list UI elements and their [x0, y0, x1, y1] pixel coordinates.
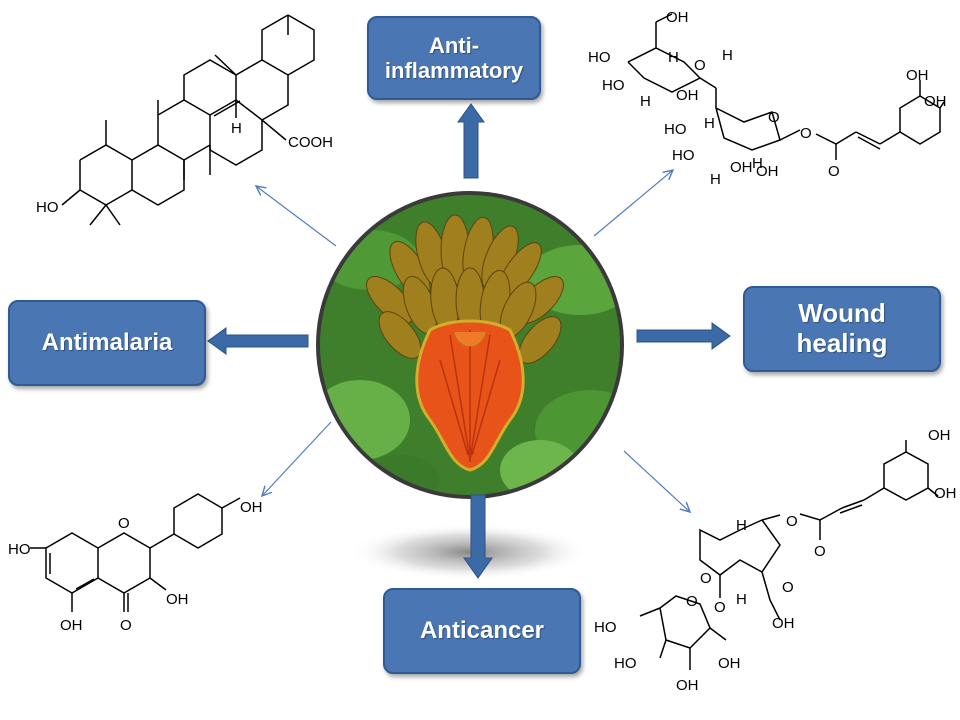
arrow-up-block	[457, 103, 485, 179]
gly-h-2: H	[640, 93, 651, 110]
wound-healing-label: Wound healing	[796, 298, 888, 358]
irid-ho-1: HO	[594, 619, 617, 636]
gly-h-1: H	[668, 49, 679, 66]
arrow-down-block	[463, 494, 493, 579]
glycoside-structure: OH HO HO H H OH H O HO HO H H O OH H OH …	[588, 9, 947, 188]
circle-shadow	[350, 524, 590, 580]
wound-healing-box: Wound healing	[743, 286, 941, 372]
gly-o-1: O	[694, 57, 706, 74]
anticancer-label: Anticancer	[419, 617, 545, 645]
flav-oh-3: OH	[60, 617, 83, 634]
flav-o-2: O	[120, 617, 132, 634]
gly-ho-2: HO	[602, 77, 625, 94]
gly-ho-4: HO	[672, 147, 695, 164]
anti-inflammatory-box: Anti- inflammatory	[367, 16, 541, 100]
flavonol-structure: OH HO O OH OH O	[8, 493, 263, 634]
flav-o-1: O	[118, 515, 130, 532]
anti-inflammatory-label: Anti- inflammatory	[384, 32, 524, 83]
irid-o-4: O	[782, 579, 794, 596]
irid-oh-4: OH	[718, 655, 741, 672]
arrow-right-block	[636, 322, 731, 350]
iridoid-structure: OH OH O O H O O H O HO OH O HO OH OH	[594, 427, 957, 694]
gly-oh-3: OH	[730, 159, 753, 176]
gly-oh-1: OH	[666, 9, 689, 26]
gly-h-5: H	[710, 171, 721, 188]
gly-oh-6: OH	[924, 93, 947, 110]
irid-oh-3: OH	[772, 615, 795, 632]
thin-arrow-bottom-right	[623, 450, 690, 512]
irid-oh-2: OH	[934, 485, 957, 502]
gly-oh-4: OH	[756, 163, 779, 180]
gly-h-6: H	[752, 155, 763, 172]
flav-oh-1: OH	[240, 499, 263, 516]
irid-h-1: H	[736, 517, 747, 534]
gly-ho-3: HO	[664, 121, 687, 138]
thin-arrow-top-left	[256, 186, 337, 247]
irid-o-2: O	[786, 513, 798, 530]
thin-arrow-top-right	[593, 170, 673, 237]
triterpene-h: H	[231, 120, 242, 137]
gly-ho-1: HO	[588, 49, 611, 66]
irid-o-5: O	[714, 599, 726, 616]
antimalaria-label: Antimalaria	[41, 329, 173, 357]
gly-o-4: O	[828, 163, 840, 180]
flower-photo-icon	[316, 191, 624, 499]
antimalaria-box: Antimalaria	[8, 300, 206, 386]
thin-arrow-bottom-left	[262, 421, 332, 496]
irid-oh-1: OH	[928, 427, 951, 444]
gly-o-3: O	[800, 125, 812, 142]
gly-oh-2: OH	[676, 87, 699, 104]
irid-h-2: H	[736, 591, 747, 608]
flav-ho: HO	[8, 541, 31, 558]
arrow-left-block	[207, 327, 309, 355]
gly-oh-5: OH	[906, 67, 929, 84]
gly-h-4: H	[704, 115, 715, 132]
anticancer-box: Anticancer	[383, 588, 581, 674]
irid-o-1: O	[814, 543, 826, 560]
gly-h-3: H	[722, 47, 733, 64]
gly-o-2: O	[768, 109, 780, 126]
irid-oh-5: OH	[676, 677, 699, 694]
irid-o-3: O	[700, 570, 712, 587]
irid-ho-2: HO	[614, 655, 637, 672]
triterpene-ho: HO	[36, 199, 59, 216]
triterpene-cooh: COOH	[288, 134, 333, 151]
flav-oh-2: OH	[166, 591, 189, 608]
triterpene-structure: COOH HO H	[36, 14, 333, 226]
irid-o-6: O	[686, 593, 698, 610]
